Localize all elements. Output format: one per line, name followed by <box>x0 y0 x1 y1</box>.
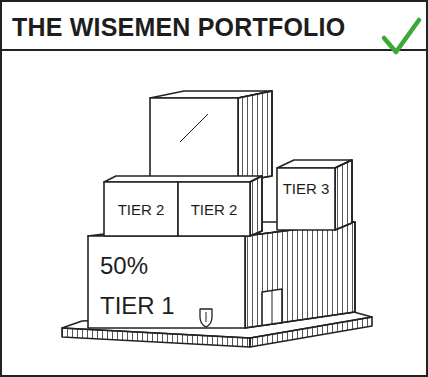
tier-box: TIER 3 <box>277 168 335 230</box>
tier-2-front-a <box>104 182 178 236</box>
tier-3-block <box>277 160 352 230</box>
tier-1-block <box>88 222 355 328</box>
check-mark <box>384 20 419 52</box>
tier-2-front-b <box>178 182 250 236</box>
tall-front <box>150 98 238 182</box>
tier-2-top <box>104 176 262 182</box>
door <box>262 289 282 326</box>
tier-box: TIER 2 <box>178 182 250 236</box>
tier-box: TIER 2 <box>104 182 178 236</box>
tier-2-side-ground <box>250 176 262 236</box>
tier-2-side <box>250 176 262 236</box>
glare-line <box>180 114 208 142</box>
tier-3-side-ground <box>335 160 352 230</box>
block-front <box>88 236 245 328</box>
shield-mark <box>206 312 207 322</box>
tier-3-front <box>277 168 335 230</box>
tier-3-side <box>335 160 352 230</box>
tier-label: TIER 2 <box>118 201 165 218</box>
title-rule <box>1 49 427 51</box>
tall-side <box>238 91 272 182</box>
block-side-ground <box>245 222 355 328</box>
tier-label: TIER 3 <box>283 180 330 197</box>
tier-label: 50% TIER 1 <box>100 246 192 326</box>
title: THE WISEMEN PORTFOLIO <box>12 13 345 42</box>
door-split <box>272 291 273 325</box>
tier-label: TIER 2 <box>191 201 238 218</box>
tier-2-blocks <box>104 176 262 236</box>
tier-box: 50% TIER 1 <box>88 236 245 328</box>
tall-side-ground <box>238 91 272 182</box>
block-side <box>245 222 355 328</box>
platform-front <box>62 328 250 347</box>
tall-block <box>150 91 272 182</box>
shield-icon <box>200 309 212 327</box>
